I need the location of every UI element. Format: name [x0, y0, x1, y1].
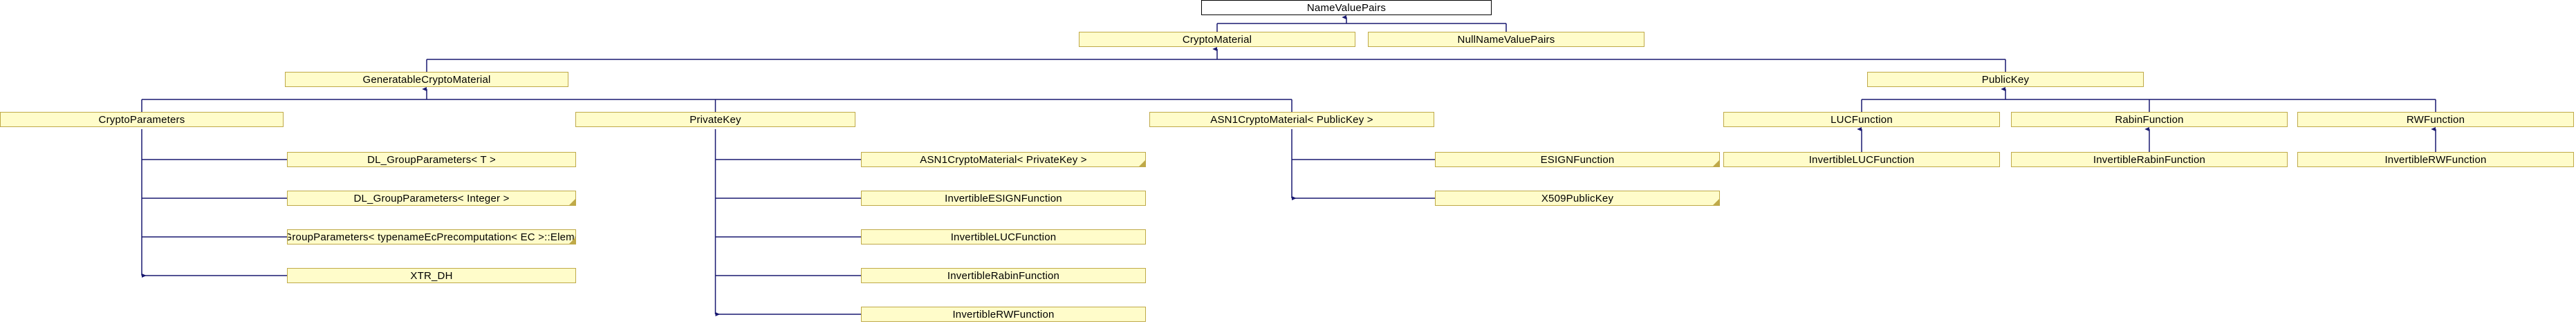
- class-node-dl-groupparameters-integer[interactable]: DL_GroupParameters< Integer >: [287, 191, 576, 206]
- class-node-cryptoparameters[interactable]: CryptoParameters: [0, 112, 284, 127]
- class-node-label: DL_GroupParameters< T >: [367, 153, 496, 166]
- class-node-label: PublicKey: [1981, 73, 2030, 86]
- class-node-label: InvertibleLUCFunction: [1808, 153, 1915, 166]
- class-node-label: InvertibleESIGNFunction: [945, 192, 1062, 204]
- class-node-asn1cryptomaterial-publickey[interactable]: ASN1CryptoMaterial< PublicKey >: [1149, 112, 1434, 127]
- class-node-nullnamevaluepairs[interactable]: NullNameValuePairs: [1368, 32, 1644, 47]
- class-node-invertiblelucfunction[interactable]: InvertibleLUCFunction: [1723, 152, 2000, 167]
- class-node-namevaluepairs[interactable]: NameValuePairs: [1201, 0, 1492, 15]
- class-node-label: XTR_DH: [410, 269, 453, 282]
- class-node-label: DL_GroupParameters< typenameEcPrecomputa…: [288, 231, 575, 243]
- class-node-label: InvertibleRWFunction: [2384, 153, 2487, 166]
- class-node-label: LUCFunction: [1831, 113, 1893, 126]
- class-node-label: ESIGNFunction: [1540, 153, 1615, 166]
- class-node-rwfunction[interactable]: RWFunction: [2297, 112, 2574, 127]
- class-node-x509publickey[interactable]: X509PublicKey: [1435, 191, 1720, 206]
- class-node-dl-groupparameters-t[interactable]: DL_GroupParameters< T >: [287, 152, 576, 167]
- class-node-label: InvertibleLUCFunction: [950, 231, 1057, 243]
- class-node-invertiblerwfunction[interactable]: InvertibleRWFunction: [861, 307, 1146, 322]
- class-node-label: InvertibleRabinFunction: [2093, 153, 2206, 166]
- class-node-esignfunction[interactable]: ESIGNFunction: [1435, 152, 1720, 167]
- class-node-generatablecryptomaterial[interactable]: GeneratableCryptoMaterial: [285, 72, 568, 87]
- class-node-lucfunction[interactable]: LUCFunction: [1723, 112, 2000, 127]
- class-node-label: NullNameValuePairs: [1457, 33, 1555, 46]
- class-node-dl-groupparameters-typenameecprecomputation-ec-element[interactable]: DL_GroupParameters< typenameEcPrecomputa…: [287, 229, 576, 245]
- class-node-label: InvertibleRabinFunction: [947, 269, 1060, 282]
- class-node-label: CryptoMaterial: [1182, 33, 1252, 46]
- class-node-label: RabinFunction: [2115, 113, 2184, 126]
- class-node-label: X509PublicKey: [1541, 192, 1614, 204]
- class-node-invertiblerabinfunction[interactable]: InvertibleRabinFunction: [2011, 152, 2288, 167]
- class-node-xtr-dh[interactable]: XTR_DH: [287, 268, 576, 283]
- class-node-label: GeneratableCryptoMaterial: [362, 73, 491, 86]
- class-node-rabinfunction[interactable]: RabinFunction: [2011, 112, 2288, 127]
- class-node-invertiblelucfunction[interactable]: InvertibleLUCFunction: [861, 229, 1146, 245]
- class-node-label: DL_GroupParameters< Integer >: [353, 192, 510, 204]
- class-node-label: CryptoParameters: [98, 113, 185, 126]
- class-node-privatekey[interactable]: PrivateKey: [575, 112, 855, 127]
- class-node-invertibleesignfunction[interactable]: InvertibleESIGNFunction: [861, 191, 1146, 206]
- class-node-label: InvertibleRWFunction: [952, 308, 1055, 320]
- class-node-label: NameValuePairs: [1306, 1, 1387, 14]
- class-node-label: RWFunction: [2406, 113, 2465, 126]
- class-node-label: PrivateKey: [689, 113, 741, 126]
- class-node-invertiblerwfunction[interactable]: InvertibleRWFunction: [2297, 152, 2574, 167]
- class-node-label: ASN1CryptoMaterial< PublicKey >: [1210, 113, 1373, 126]
- class-node-cryptomaterial[interactable]: CryptoMaterial: [1079, 32, 1355, 47]
- class-node-asn1cryptomaterial-privatekey[interactable]: ASN1CryptoMaterial< PrivateKey >: [861, 152, 1146, 167]
- class-node-publickey[interactable]: PublicKey: [1867, 72, 2144, 87]
- class-node-label: ASN1CryptoMaterial< PrivateKey >: [920, 153, 1087, 166]
- class-node-invertiblerabinfunction[interactable]: InvertibleRabinFunction: [861, 268, 1146, 283]
